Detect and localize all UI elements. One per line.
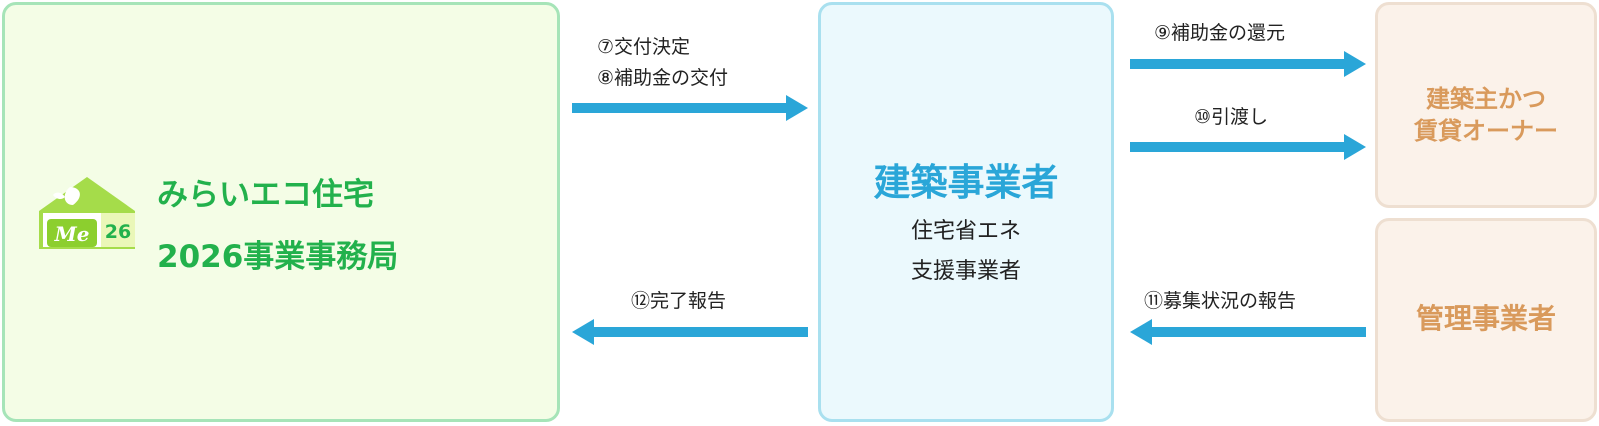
arrow-builder-to-office — [572, 319, 808, 345]
owner-label-line1: 建築主かつ — [1426, 85, 1546, 113]
logo-num-text: 26 — [105, 221, 131, 243]
logo-num-badge — [101, 213, 135, 247]
arrow-builder-to-owner-handover — [1130, 134, 1366, 160]
leaf-icon — [64, 187, 80, 205]
manager-box: 管理事業者 — [1375, 218, 1597, 422]
office-name-line2: 2026事業事務局 — [157, 239, 399, 275]
arrow-office-to-builder — [572, 95, 808, 121]
office-box: Me 26 みらいエコ住宅 2026事業事務局 — [2, 2, 560, 422]
leaf-icon-small — [53, 192, 65, 200]
logo-me-text: Me — [54, 222, 90, 246]
flow-label-10: ⑩引渡し — [1194, 106, 1269, 128]
manager-title: 管理事業者 — [1415, 302, 1556, 335]
arrow-builder-to-owner-subsidy — [1130, 51, 1366, 77]
office-name-line1: みらいエコ住宅 — [157, 177, 374, 213]
builder-subtitle-line2: 支援事業者 — [910, 259, 1021, 284]
flow-label-7: ⑦交付決定 — [597, 36, 691, 58]
builder-subtitle-line1: 住宅省エネ — [910, 219, 1021, 244]
me26-logo: Me 26 — [39, 177, 135, 249]
flow-label-9: ⑨補助金の還元 — [1154, 22, 1286, 44]
flow-label-11: ⑪募集状況の報告 — [1144, 290, 1297, 312]
flow-label-8: ⑧補助金の交付 — [597, 67, 729, 89]
flow-label-12: ⑫完了報告 — [631, 290, 727, 312]
owner-box: 建築主かつ 賃貸オーナー — [1375, 2, 1597, 208]
builder-title: 建築事業者 — [873, 161, 1059, 204]
logo-me-badge — [47, 219, 97, 247]
arrow-manager-to-builder — [1130, 319, 1366, 345]
owner-label-line2: 賃貸オーナー — [1414, 117, 1558, 145]
builder-box: 建築事業者 住宅省エネ 支援事業者 — [818, 2, 1114, 422]
